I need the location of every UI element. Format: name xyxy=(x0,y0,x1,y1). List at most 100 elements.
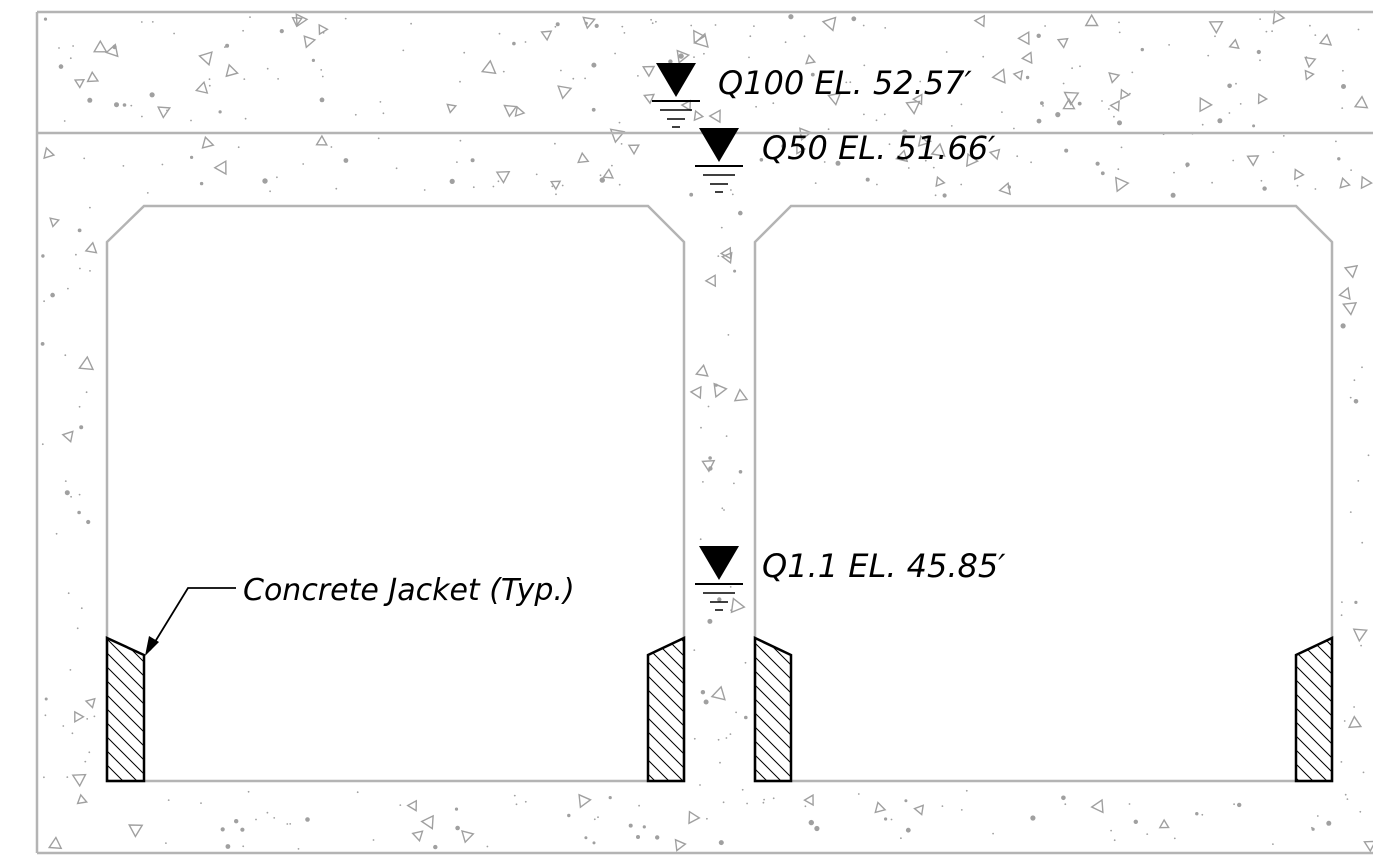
aggregate-speck xyxy=(502,70,505,73)
aggregate-pebble xyxy=(512,41,516,46)
aggregate-speck xyxy=(472,186,475,189)
aggregate-stone xyxy=(1363,840,1373,853)
aggregate-speck xyxy=(497,180,500,183)
aggregate-pebble xyxy=(1170,192,1176,198)
aggregate-pebble xyxy=(305,817,310,822)
aggregate-speck xyxy=(63,120,66,122)
aggregate-speck xyxy=(1016,155,1019,158)
concrete-aggregate-texture xyxy=(40,9,1373,853)
aggregate-stone xyxy=(1012,69,1024,81)
aggregate-speck xyxy=(924,159,927,162)
aggregate-speck xyxy=(618,183,621,186)
aggregate-speck xyxy=(1235,82,1237,85)
aggregate-stone xyxy=(315,134,328,146)
aggregate-speck xyxy=(1341,601,1343,603)
aggregate-speck xyxy=(611,164,613,167)
aggregate-stone xyxy=(796,143,807,155)
aggregate-speck xyxy=(377,137,380,140)
aggregate-pebble xyxy=(1040,101,1044,105)
aggregate-speck xyxy=(707,405,710,408)
aggregate-pebble xyxy=(343,158,349,163)
aggregate-pebble xyxy=(733,269,737,273)
aggregate-speck xyxy=(554,25,557,28)
aggregate-speck xyxy=(702,481,704,483)
aggregate-speck xyxy=(66,776,69,778)
aggregate-stone xyxy=(1208,20,1224,35)
aggregate-stone xyxy=(803,793,814,807)
aggregate-speck xyxy=(862,24,865,27)
aggregate-speck xyxy=(1314,188,1317,190)
aggregate-speck xyxy=(1346,798,1349,800)
aggregate-pebble xyxy=(240,827,245,832)
aggregate-speck xyxy=(748,56,750,59)
aggregate-speck xyxy=(1168,44,1170,46)
aggregate-speck xyxy=(706,817,708,820)
aggregate-stone xyxy=(157,106,172,119)
aggregate-speck xyxy=(524,800,527,803)
aggregate-pebble xyxy=(592,841,596,845)
water-level-q50: Q50 EL. 51.66′ xyxy=(695,128,996,193)
aggregate-pebble xyxy=(814,825,820,832)
aggregate-speck xyxy=(243,78,246,80)
aggregate-speck xyxy=(166,109,168,112)
aggregate-speck xyxy=(1316,815,1319,817)
aggregate-stone xyxy=(676,49,691,64)
aggregate-pebble xyxy=(77,510,81,515)
aggregate-stone xyxy=(713,382,728,399)
aggregate-pebble xyxy=(642,825,646,829)
aggregate-speck xyxy=(1146,833,1149,835)
aggregate-pebble xyxy=(279,29,284,34)
aggregate-pebble xyxy=(594,23,599,28)
aggregate-pebble xyxy=(1025,75,1030,80)
aggregate-speck xyxy=(883,113,886,116)
aggregate-speck xyxy=(727,334,730,336)
aggregate-speck xyxy=(200,802,202,804)
aggregate-speck xyxy=(1367,454,1370,457)
aggregate-speck xyxy=(884,27,887,29)
aggregate-speck xyxy=(286,823,289,825)
aggregate-pebble xyxy=(262,178,268,184)
aggregate-speck xyxy=(463,51,466,54)
aggregate-stone xyxy=(61,430,74,444)
aggregate-pebble xyxy=(1095,161,1100,166)
aggregate-stone xyxy=(411,830,424,843)
aggregate-pebble xyxy=(1061,795,1066,801)
aggregate-speck xyxy=(744,661,747,664)
aggregate-speck xyxy=(58,47,60,49)
aggregate-speck xyxy=(623,32,626,34)
aggregate-pebble xyxy=(1217,118,1223,124)
aggregate-pebble xyxy=(707,618,713,624)
aggregate-stone xyxy=(1199,96,1214,113)
aggregate-speck xyxy=(1173,837,1176,840)
water-level-q100: Q100 EL. 52.57′ xyxy=(652,63,972,128)
aggregate-stone xyxy=(73,78,86,89)
aggregate-speck xyxy=(932,166,935,169)
aggregate-speck xyxy=(513,794,516,797)
aggregate-stone xyxy=(998,181,1012,196)
aggregate-stone xyxy=(1342,301,1358,316)
aggregate-speck xyxy=(1341,107,1344,109)
aggregate-speck xyxy=(1272,843,1274,845)
aggregate-speck xyxy=(335,187,338,190)
aggregate-speck xyxy=(140,21,143,23)
aggregate-pebble xyxy=(50,292,55,298)
aggregate-pebble xyxy=(904,799,908,803)
aggregate-speck xyxy=(772,102,775,105)
aggregate-speck xyxy=(43,300,45,303)
aggregate-stone xyxy=(1304,56,1317,69)
aggregate-speck xyxy=(960,183,963,186)
aggregate-speck xyxy=(1311,826,1313,829)
aggregate-stone xyxy=(627,144,640,156)
water-level-label: Q100 EL. 52.57′ xyxy=(718,64,972,102)
aggregate-speck xyxy=(1353,706,1355,708)
aggregate-speck xyxy=(729,733,732,735)
aggregate-speck xyxy=(1357,28,1360,31)
aggregate-pebble xyxy=(470,158,475,163)
aggregate-speck xyxy=(354,113,357,116)
aggregate-speck xyxy=(599,174,602,177)
aggregate-pebble xyxy=(703,699,709,705)
aggregate-stone xyxy=(540,30,553,42)
aggregate-speck xyxy=(551,185,554,188)
aggregate-speck xyxy=(650,18,652,21)
aggregate-speck xyxy=(690,24,693,27)
